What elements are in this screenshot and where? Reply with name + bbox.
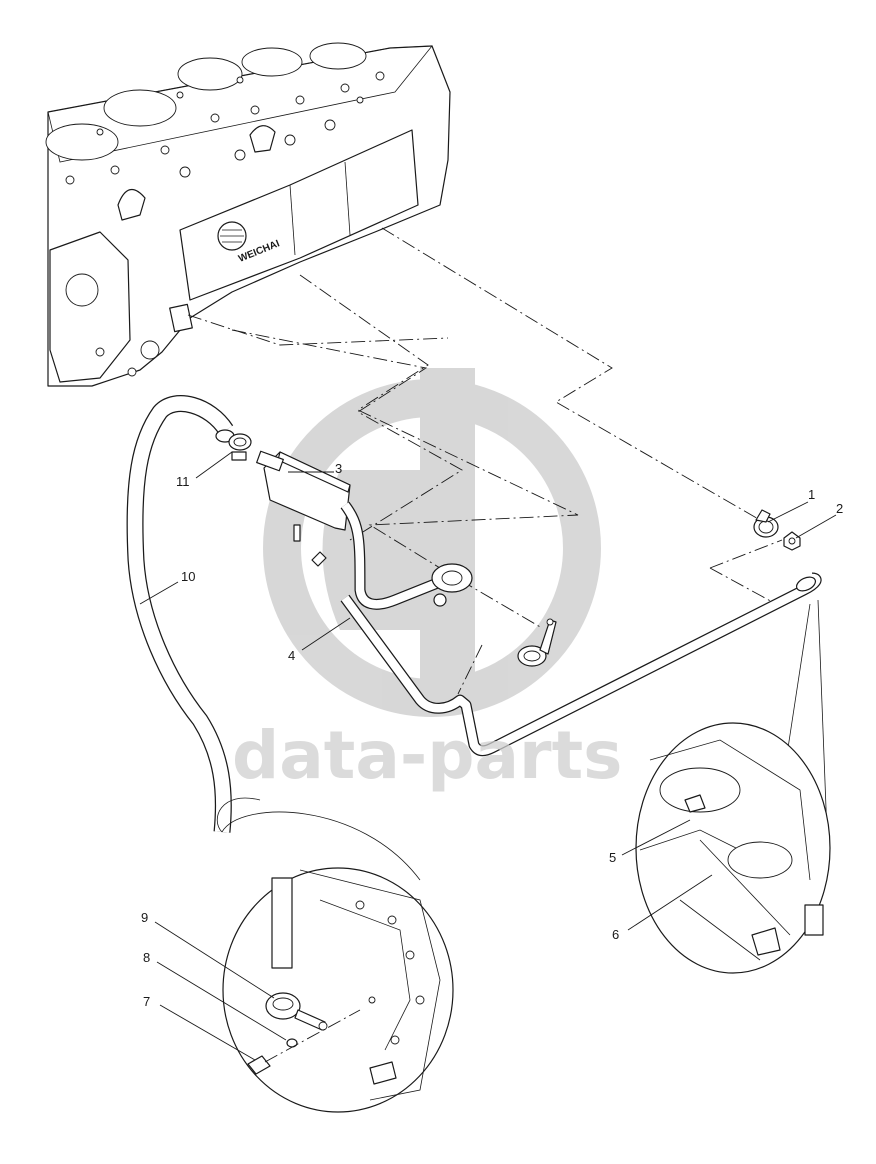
watermark-logo bbox=[263, 368, 601, 717]
clamp-1 bbox=[753, 509, 779, 538]
leader-lines bbox=[139, 451, 837, 1061]
callout-4: 4 bbox=[288, 648, 295, 663]
watermark-text: data-parts bbox=[232, 717, 622, 794]
main-pipe bbox=[340, 572, 822, 757]
callouts: 1 2 3 4 5 6 7 8 9 10 11 bbox=[141, 461, 843, 1009]
callout-3: 3 bbox=[335, 461, 342, 476]
clamp-11 bbox=[228, 433, 252, 461]
callout-11: 11 bbox=[176, 474, 190, 489]
callout-6: 6 bbox=[612, 927, 619, 942]
bolt-small bbox=[311, 551, 327, 567]
pipe-10 bbox=[126, 395, 235, 833]
valve-fitting bbox=[431, 563, 473, 607]
callout-2: 2 bbox=[836, 501, 843, 516]
callout-1: 1 bbox=[808, 487, 815, 502]
bolt-2 bbox=[783, 531, 801, 551]
callout-10: 10 bbox=[181, 569, 195, 584]
callout-5: 5 bbox=[609, 850, 616, 865]
callout-7: 7 bbox=[143, 994, 150, 1009]
detail-circle-right bbox=[635, 599, 831, 974]
callout-9: 9 bbox=[141, 910, 148, 925]
callout-8: 8 bbox=[143, 950, 150, 965]
detail-circle-bottom bbox=[216, 797, 454, 1113]
engine-block: WEICHAI bbox=[45, 42, 451, 387]
clamp-mid bbox=[517, 618, 557, 667]
